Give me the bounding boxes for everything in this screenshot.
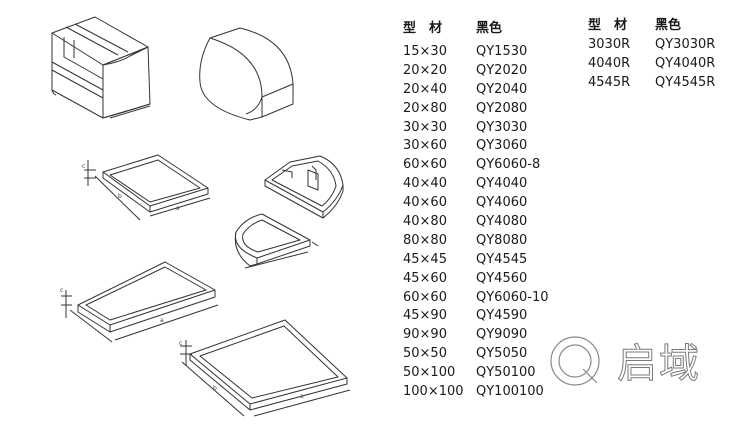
profile-size: 50×100 — [403, 365, 456, 381]
dim-label-b-3: b — [213, 385, 217, 392]
profile-code: QY9090 — [476, 327, 528, 343]
header-type: 型 材 — [403, 21, 443, 36]
profile-code: QY3030R — [655, 37, 716, 52]
watermark-logo: 启域 — [550, 336, 701, 388]
dim-label-a-3: a — [300, 393, 304, 400]
header-type: 型 材 — [588, 18, 628, 33]
profile-code: QY2040 — [476, 81, 528, 97]
product-drawings: c a b c a c a b — [51, 16, 351, 417]
profile-code: QY100100 — [476, 384, 544, 400]
profile-code: QY3060 — [476, 138, 528, 154]
profile-size: 60×60 — [403, 289, 447, 305]
profile-size: 100×100 — [403, 384, 464, 400]
profile-size: 80×80 — [403, 232, 447, 248]
profile-code: QY8080 — [476, 232, 528, 248]
quarter-round-base-drawing — [234, 213, 319, 269]
profile-size: 60×60 — [403, 157, 447, 173]
profile-code: QY3030 — [476, 119, 528, 135]
watermark-q-icon — [550, 336, 600, 386]
profile-size: 20×80 — [403, 100, 447, 116]
profile-size: 50×50 — [403, 346, 447, 362]
profile-size: 45×60 — [403, 270, 447, 286]
round-end-cap-drawing — [199, 27, 294, 121]
profile-size: 40×40 — [403, 176, 447, 192]
profile-size: 40×60 — [403, 195, 447, 211]
profile-size: 45×45 — [403, 251, 447, 267]
profile-size: 20×20 — [403, 62, 447, 78]
profile-code: QY2080 — [476, 100, 528, 116]
dim-label-b-1: b — [118, 193, 122, 200]
profile-code: QY1530 — [476, 44, 528, 59]
profile-size: 4545R — [588, 74, 631, 90]
profile-size: 90×90 — [403, 327, 447, 343]
profile-size: 30×60 — [403, 138, 447, 154]
profile-code: QY4545R — [655, 74, 716, 90]
profile-code: QY4040 — [476, 176, 528, 192]
profile-code: QY4545 — [476, 251, 528, 267]
profile-code: QY4040R — [655, 55, 716, 71]
profile-size: 15×30 — [403, 44, 447, 59]
profile-size: 40×80 — [403, 214, 447, 230]
profile-code: QY50100 — [476, 365, 536, 381]
profile-size: 3030R — [588, 37, 631, 52]
dim-label-a-1: a — [176, 205, 180, 212]
profile-code: QY6060-10 — [476, 289, 549, 305]
profile-size: 30×30 — [403, 119, 447, 135]
profile-code: QY4080 — [476, 214, 528, 230]
square-end-cap-drawing — [51, 16, 151, 119]
header-color: 黑色 — [476, 21, 503, 36]
dim-label-c-3: c — [179, 340, 182, 347]
profile-size: 20×40 — [403, 81, 447, 97]
profile-code: QY4560 — [476, 270, 528, 286]
watermark-text: 启域 — [617, 341, 701, 387]
large-square-plate-drawing — [180, 319, 351, 417]
header-color: 黑色 — [655, 18, 682, 33]
profile-code: QY4590 — [476, 308, 528, 324]
quarter-round-plate-drawing — [264, 155, 344, 219]
profile-code: QY2020 — [476, 62, 528, 78]
rectangle-plate-drawing — [61, 261, 219, 343]
profile-code: QY6060-8 — [476, 157, 541, 173]
profile-code: QY5050 — [476, 346, 528, 362]
dim-label-c-1: c — [82, 163, 85, 170]
profile-code: QY4060 — [476, 195, 528, 211]
square-plate-drawing-1 — [84, 154, 211, 221]
dim-label-a-2: a — [160, 317, 164, 324]
dim-label-c-2: c — [60, 287, 63, 294]
profile-size: 45×90 — [403, 308, 447, 324]
profile-size: 4040R — [588, 55, 631, 71]
